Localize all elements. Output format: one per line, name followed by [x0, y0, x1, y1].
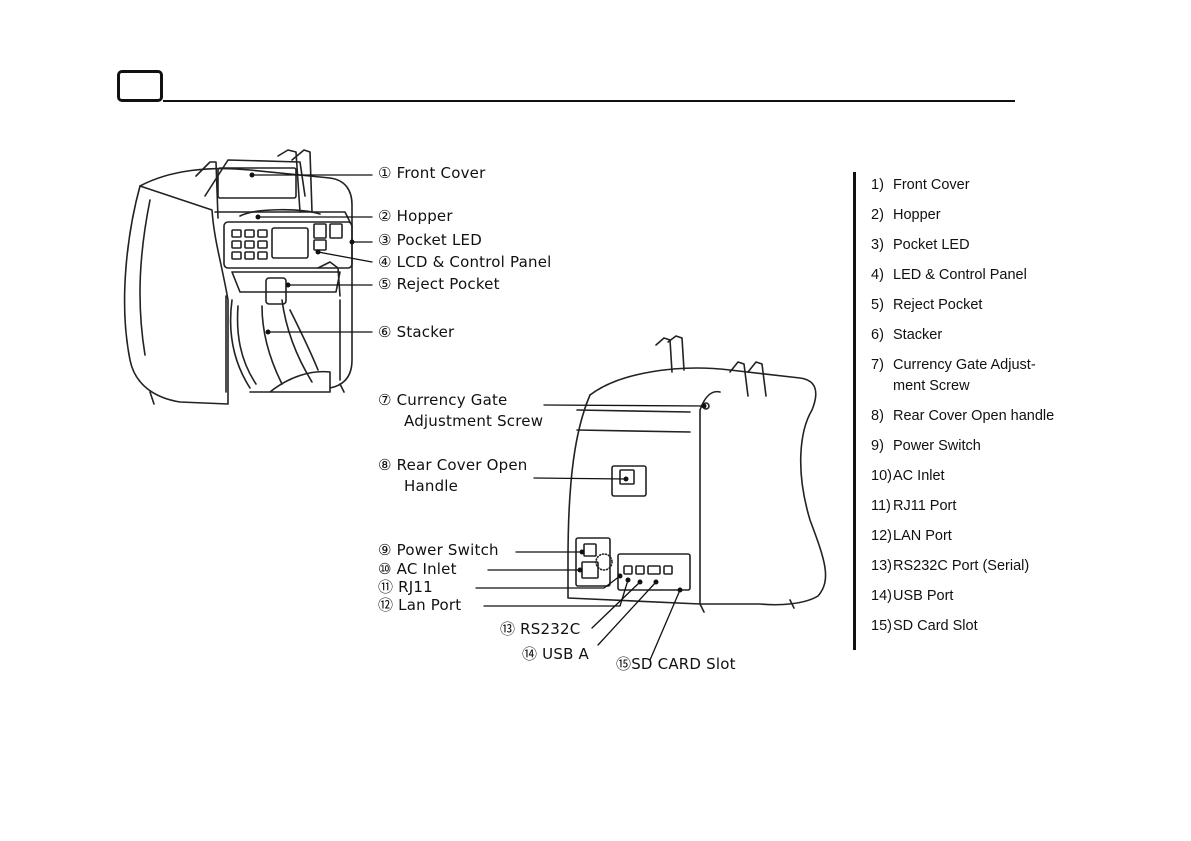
legend-label: Stacker — [893, 327, 943, 343]
legend-num: 15) — [871, 618, 892, 634]
legend-num: 4) — [871, 267, 884, 283]
legend-label: LED & Control Panel — [893, 267, 1027, 283]
legend-num: 12) — [871, 528, 892, 544]
legend-item: 15)SD Card Slot — [871, 616, 978, 637]
legend-item: 12)LAN Port — [871, 526, 952, 547]
callout-rs232c: ⑬ RS232C — [500, 620, 581, 638]
legend-num: 6) — [871, 327, 884, 343]
legend-label: Pocket LED — [893, 237, 970, 253]
callout-lcd-control-panel: ④ LCD & Control Panel — [378, 253, 552, 271]
legend-num: 14) — [871, 588, 892, 604]
legend-num: 2) — [871, 207, 884, 223]
legend-num: 10) — [871, 468, 892, 484]
callout-rj11: ⑪ RJ11 — [378, 578, 433, 596]
legend-num: 5) — [871, 297, 884, 313]
legend-label: SD Card Slot — [893, 618, 978, 634]
rear-view-machine — [567, 335, 827, 613]
callout-currency-gate: ⑦ Currency Gate — [378, 391, 508, 409]
leader-lines — [251, 174, 705, 661]
legend-label: RS232C Port (Serial) — [893, 558, 1030, 574]
legend-item: 6) Stacker — [871, 325, 942, 346]
legend-item: 4) LED & Control Panel — [871, 265, 1027, 286]
callout-lan-port: ⑫ Lan Port — [378, 596, 462, 614]
legend-num: 13) — [871, 558, 892, 574]
legend-item: 9) Power Switch — [871, 436, 981, 457]
legend-item: 14)USB Port — [871, 586, 953, 607]
legend-label: ment Screw — [893, 378, 970, 394]
section-number-box — [117, 70, 163, 102]
callout-front-cover: ① Front Cover — [378, 164, 486, 182]
callout-rear-cover: ⑧ Rear Cover Open — [378, 456, 528, 474]
legend-num: 8) — [871, 408, 884, 424]
legend-item: 8) Rear Cover Open handle — [871, 406, 1054, 427]
legend-label: Currency Gate Adjust- — [893, 357, 1036, 373]
legend-num: 7) — [871, 357, 884, 373]
legend-label: USB Port — [893, 588, 954, 604]
legend-num: 3) — [871, 237, 884, 253]
legend-label: LAN Port — [893, 528, 952, 544]
legend-label: Front Cover — [893, 177, 970, 193]
legend-label: AC Inlet — [893, 468, 945, 484]
legend-item: 13)RS232C Port (Serial) — [871, 556, 1029, 577]
callout-currency-gate-line2: Adjustment Screw — [404, 412, 544, 430]
legend-item: 7) Currency Gate Adjust- — [871, 355, 1036, 376]
legend-item: 1) Front Cover — [871, 175, 970, 196]
legend-item-continuation: ment Screw — [893, 376, 970, 397]
legend-num: 11) — [871, 498, 891, 514]
legend-item: 2) Hopper — [871, 205, 941, 226]
callout-hopper: ② Hopper — [378, 207, 453, 225]
legend-label: Hopper — [893, 207, 941, 223]
legend-num: 1) — [871, 177, 884, 193]
front-view-machine — [123, 149, 353, 405]
callout-stacker: ⑥ Stacker — [378, 323, 455, 341]
legend-label: RJ11 Port — [893, 498, 957, 514]
legend-item: 5) Reject Pocket — [871, 295, 982, 316]
legend-label: Reject Pocket — [893, 297, 983, 313]
legend-num: 9) — [871, 438, 884, 454]
legend-divider — [853, 172, 856, 650]
callout-sd-card-slot: ⑮SD CARD Slot — [616, 655, 736, 673]
legend-item: 3) Pocket LED — [871, 235, 970, 256]
header-rule — [163, 100, 1015, 102]
callout-ac-inlet: ⑩ AC Inlet — [378, 560, 457, 578]
callout-power-switch: ⑨ Power Switch — [378, 541, 499, 559]
callout-usb-a: ⑭ USB A — [522, 645, 589, 663]
legend-label: Power Switch — [893, 438, 981, 454]
legend-label: Rear Cover Open handle — [893, 408, 1055, 424]
callout-reject-pocket: ⑤ Reject Pocket — [378, 275, 500, 293]
callout-rear-cover-line2: Handle — [404, 477, 459, 495]
legend-item: 10)AC Inlet — [871, 466, 945, 487]
callout-pocket-led: ③ Pocket LED — [378, 231, 482, 249]
legend-item: 11)RJ11 Port — [871, 496, 956, 517]
